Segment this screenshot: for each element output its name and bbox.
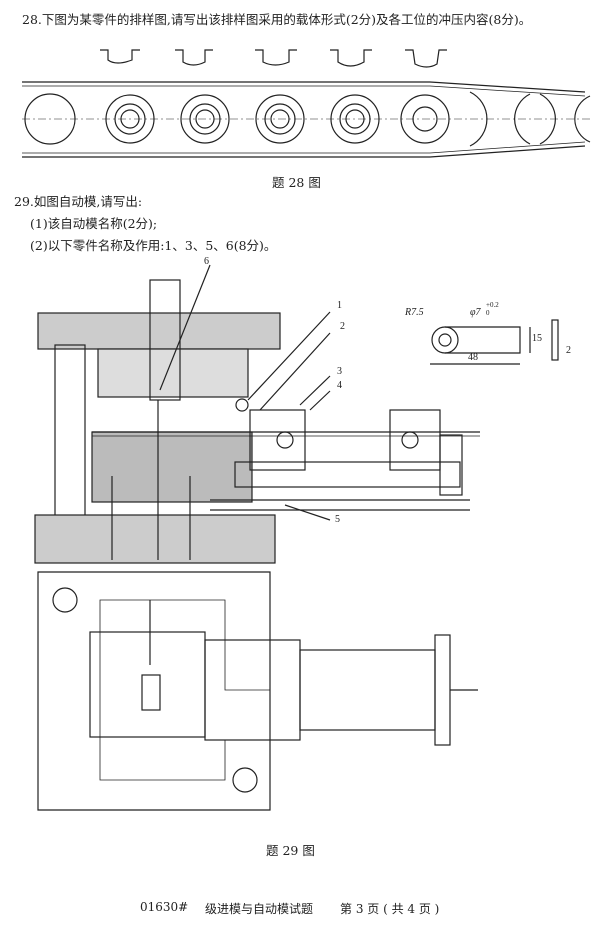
callout-3: 3 — [337, 366, 342, 377]
die-section — [34, 264, 480, 564]
dim-radius: R7.5 — [405, 307, 424, 318]
callout-2: 2 — [340, 321, 345, 332]
footer-code: 01630# — [140, 900, 189, 914]
die-plan-view — [37, 571, 478, 811]
callout-5: 5 — [335, 514, 340, 525]
footer-title: 级进模与自动模试题 — [205, 902, 314, 916]
question-29-part-2: (2)以下零件名称及作用:1、3、5、6(8分)。 — [30, 238, 277, 253]
callout-1: 1 — [337, 300, 342, 311]
dim-length: 48 — [468, 352, 478, 363]
part-profiles — [100, 49, 447, 68]
callout-6: 6 — [204, 256, 209, 267]
question-28: 28.下图为某零件的排样图,请写出该排样图采用的载体形式(2分)及各工位的冲压内… — [22, 12, 532, 27]
dim-hole: φ7 — [470, 307, 481, 318]
footer-page: 第 3 页 ( 共 4 页 ) — [340, 902, 440, 916]
dim-tol-lower: 0 — [486, 309, 490, 317]
figure-28-caption: 题 28 图 — [272, 175, 321, 190]
callout-4: 4 — [337, 380, 342, 391]
part-sketch — [430, 319, 559, 365]
dim-width: 15 — [532, 333, 542, 344]
question-29: 29.如图自动模,请写出: — [14, 194, 143, 209]
dim-thickness: 2 — [566, 345, 571, 356]
question-29-part-1: (1)该自动模名称(2分); — [30, 216, 158, 231]
dim-tol-upper: +0.2 — [486, 301, 499, 309]
strip-layout — [22, 81, 591, 158]
figure-29-caption: 题 29 图 — [266, 843, 315, 858]
